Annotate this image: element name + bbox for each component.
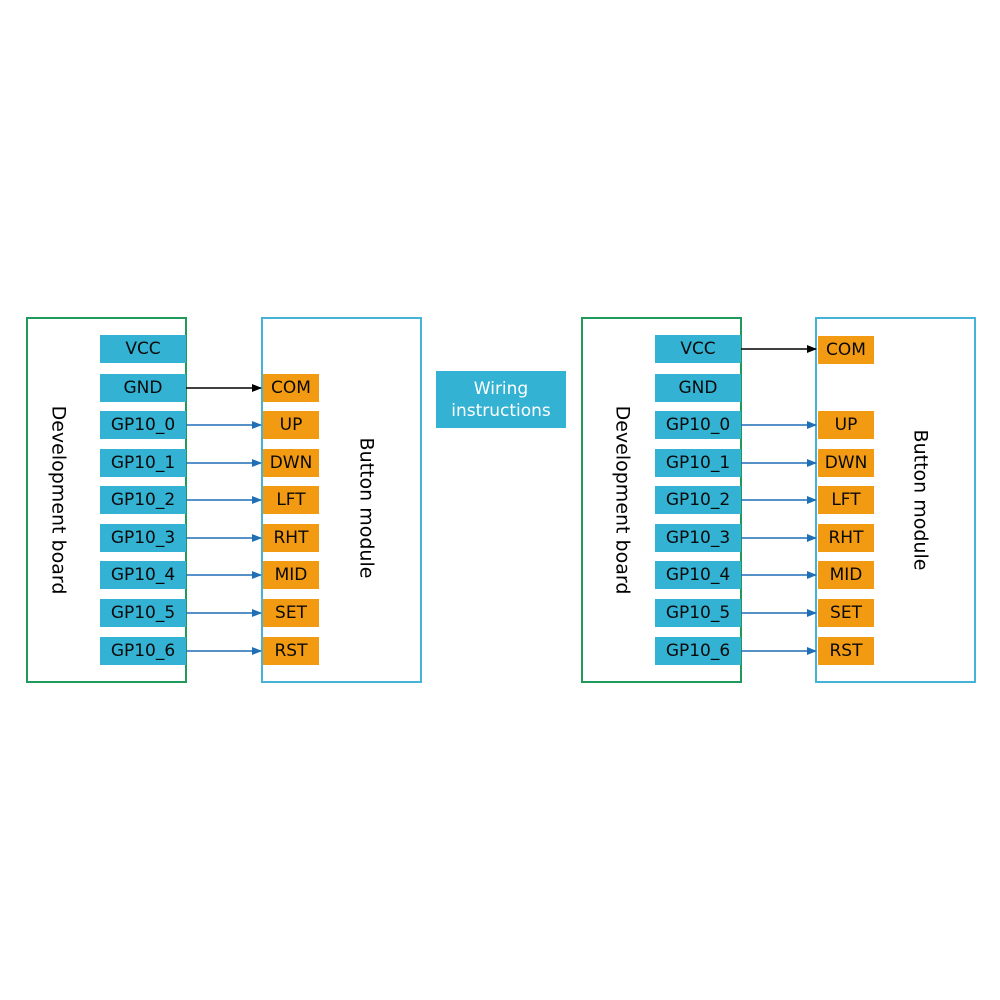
button-module-left (261, 317, 422, 683)
button-module-label-right: Button module (909, 429, 932, 571)
board-pin-gp10-1-right: GP10_1 (655, 449, 741, 477)
board-pin-gp10-2-right: GP10_2 (655, 486, 741, 514)
module-pin-set-left: SET (263, 599, 319, 627)
wiring-instructions-label: Wiring instructions (436, 371, 566, 428)
module-pin-rht-left: RHT (263, 524, 319, 552)
board-pin-gp10-3-right: GP10_3 (655, 524, 741, 552)
button-module-label-left: Button module (355, 437, 378, 579)
module-pin-com-right: COM (818, 336, 874, 364)
module-pin-rst-left: RST (263, 637, 319, 665)
module-pin-up-left: UP (263, 411, 319, 439)
board-pin-gp10-5-left: GP10_5 (100, 599, 186, 627)
board-pin-gnd-left: GND (100, 374, 186, 402)
board-pin-gp10-4-left: GP10_4 (100, 561, 186, 589)
board-pin-gp10-6-right: GP10_6 (655, 637, 741, 665)
module-pin-mid-left: MID (263, 561, 319, 589)
board-pin-gp10-4-right: GP10_4 (655, 561, 741, 589)
module-pin-rht-right: RHT (818, 524, 874, 552)
board-pin-gnd-right: GND (655, 374, 741, 402)
board-pin-gp10-0-left: GP10_0 (100, 411, 186, 439)
wiring-instructions-line2: instructions (451, 400, 551, 421)
board-pin-gp10-5-right: GP10_5 (655, 599, 741, 627)
module-pin-com-left: COM (263, 374, 319, 402)
module-pin-dwn-left: DWN (263, 449, 319, 477)
board-pin-gp10-6-left: GP10_6 (100, 637, 186, 665)
module-pin-lft-right: LFT (818, 486, 874, 514)
board-pin-gp10-1-left: GP10_1 (100, 449, 186, 477)
module-pin-set-right: SET (818, 599, 874, 627)
module-pin-mid-right: MID (818, 561, 874, 589)
board-pin-gp10-3-left: GP10_3 (100, 524, 186, 552)
board-pin-vcc-right: VCC (655, 335, 741, 363)
module-pin-rst-right: RST (818, 637, 874, 665)
board-pin-vcc-left: VCC (100, 335, 186, 363)
module-pin-up-right: UP (818, 411, 874, 439)
development-board-label-right: Development board (611, 405, 634, 595)
module-pin-lft-left: LFT (263, 486, 319, 514)
wiring-instructions-line1: Wiring (473, 378, 529, 399)
board-pin-gp10-0-right: GP10_0 (655, 411, 741, 439)
development-board-label-left: Development board (47, 405, 70, 595)
module-pin-dwn-right: DWN (818, 449, 874, 477)
board-pin-gp10-2-left: GP10_2 (100, 486, 186, 514)
